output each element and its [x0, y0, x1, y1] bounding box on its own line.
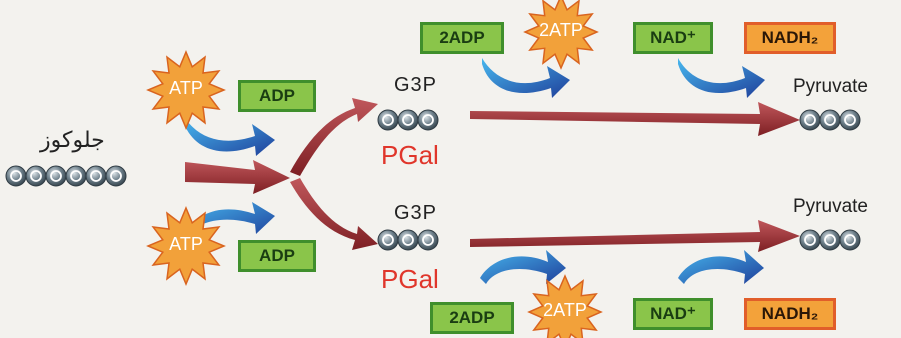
carbon-atom — [417, 229, 439, 251]
atp-star-text-top-right: 2ATP — [539, 20, 583, 40]
nadh-box-top: NADH₂ — [744, 22, 836, 54]
pgal-label-bottom: PGal — [381, 264, 439, 294]
carbon-atom-ring — [50, 170, 62, 182]
glucose-label: جلوكوز — [40, 128, 105, 153]
carbon-atom — [839, 109, 861, 131]
carbon-atom — [819, 109, 841, 131]
carbon-atom — [799, 109, 821, 131]
carbon-atom — [377, 229, 399, 251]
atp-star-text-top-left: ATP — [169, 78, 203, 98]
energy-arrows — [185, 58, 765, 284]
adp-box-bottom: ADP — [238, 240, 316, 272]
curve-arrow-atp-in-top — [185, 118, 275, 156]
pyruvate-carbon-chain-top — [799, 109, 861, 131]
carbon-atom-ring — [70, 170, 82, 182]
carbon-atom — [377, 109, 399, 131]
carbon-atom-ring — [804, 114, 816, 126]
carbon-atom-ring — [110, 170, 122, 182]
curve-arrow-nad-top — [678, 58, 765, 98]
glucose-arrow — [185, 160, 290, 194]
curve-arrow-atp-out-top — [482, 58, 570, 98]
atp-stars — [146, 0, 603, 338]
top-pathway-arrow — [470, 102, 800, 136]
atp-star-top-left — [146, 50, 226, 130]
g3p-carbon-chain-bottom — [377, 229, 439, 251]
atp-star-top-right — [523, 0, 599, 70]
atp-star-text-bottom-right: 2ATP — [543, 300, 587, 320]
main-arrows — [185, 98, 800, 252]
carbon-atom — [819, 229, 841, 251]
glucose-carbon-chain — [5, 165, 127, 187]
carbon-atom-ring — [382, 114, 394, 126]
pyruvate-label-top: Pyruvate — [793, 76, 868, 97]
g3p-label-top: G3P — [394, 74, 438, 96]
carbon-atom-ring — [402, 114, 414, 126]
pyruvate-carbon-chain-bottom — [799, 229, 861, 251]
carbon-atom — [417, 109, 439, 131]
carbon-atom-ring — [402, 234, 414, 246]
carbon-atom-ring — [382, 234, 394, 246]
split-arrow-down — [290, 178, 378, 250]
atp-star-bottom-right — [527, 274, 603, 338]
carbon-atom — [65, 165, 87, 187]
carbon-atom — [105, 165, 127, 187]
g3p-label-bottom: G3P — [394, 202, 438, 224]
2adp-box-top: 2ADP — [420, 22, 504, 54]
bottom-pathway-arrow — [470, 220, 800, 252]
nad-box-bottom: NAD⁺ — [633, 298, 713, 330]
carbon-atom — [5, 165, 27, 187]
carbon-atom — [397, 229, 419, 251]
carbon-atom-ring — [422, 114, 434, 126]
curve-arrow-atp-out-bottom — [480, 250, 566, 284]
carbon-atom-ring — [30, 170, 42, 182]
carbon-atom-ring — [90, 170, 102, 182]
carbon-atom-ring — [804, 234, 816, 246]
carbon-atom — [799, 229, 821, 251]
carbon-atom — [25, 165, 47, 187]
carbon-atom — [45, 165, 67, 187]
g3p-carbon-chain-top — [377, 109, 439, 131]
carbon-atom — [839, 229, 861, 251]
pgal-label-top: PGal — [381, 140, 439, 170]
carbon-atom-ring — [844, 234, 856, 246]
nadh-box-bottom: NADH₂ — [744, 298, 836, 330]
pyruvate-label-bottom: Pyruvate — [793, 196, 868, 217]
carbon-atom — [397, 109, 419, 131]
carbon-atom-ring — [10, 170, 22, 182]
carbon-atom-ring — [844, 114, 856, 126]
carbon-atom — [85, 165, 107, 187]
atp-star-bottom-left — [146, 206, 226, 286]
carbon-atom-ring — [824, 114, 836, 126]
carbon-atom-ring — [824, 234, 836, 246]
split-arrow-up — [290, 98, 378, 176]
curve-arrow-nad-bottom — [678, 250, 764, 284]
adp-box-top: ADP — [238, 80, 316, 112]
nad-box-top: NAD⁺ — [633, 22, 713, 54]
carbon-atom-ring — [422, 234, 434, 246]
atp-star-text-bottom-left: ATP — [169, 234, 203, 254]
2adp-box-bottom: 2ADP — [430, 302, 514, 334]
